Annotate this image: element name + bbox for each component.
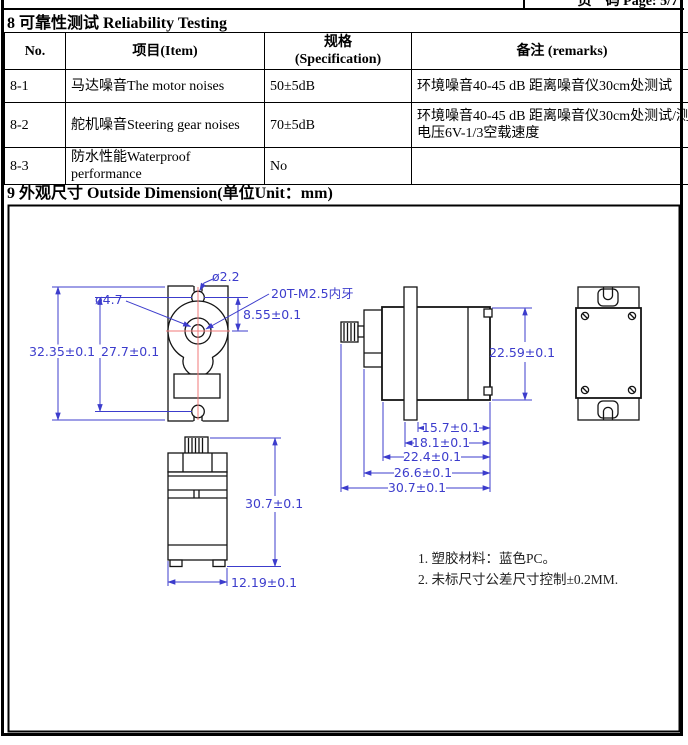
front-view: 32.35±0.1 27.7±0.1 ø2.2 ø4.7 20T-M2.5内牙 …: [28, 269, 354, 423]
reliability-table: No. 项目(Item) 规格 (Specification) 备注 (rema…: [4, 31, 688, 186]
dim-hole-diameter: ø2.2: [212, 269, 240, 284]
bottom-view: 30.7±0.1 12.19±0.1: [167, 436, 303, 590]
col-header-spec-line2: (Specification): [294, 52, 382, 68]
cell-no: 8-1: [4, 69, 66, 104]
section-9-title: 9 外观尺寸 Outside Dimension(单位Unit：mm): [7, 185, 333, 202]
cell-spec: 50±5dB: [264, 69, 412, 104]
table-header-row: No. 项目(Item) 规格 (Specification) 备注 (rema…: [4, 31, 688, 71]
col-header-remarks: 备注 (remarks): [411, 31, 688, 71]
cell-remarks: [411, 147, 688, 186]
cell-remarks: 环境噪音40-45 dB 距离噪音仪30cm处测试: [411, 69, 688, 104]
page-header-divider: [523, 0, 525, 8]
dim-front-height: 32.35±0.1: [29, 344, 95, 359]
col-header-spec-line1: 规格: [324, 35, 352, 50]
note-tolerance: 2. 未标尺寸公差尺寸控制±0.2MM.: [418, 572, 618, 587]
dim-side-height: 30.7±0.1: [245, 496, 303, 511]
note-material: 1. 塑胶材料：蓝色PC。: [418, 550, 556, 566]
dim-shaft-diameter: ø4.7: [95, 292, 123, 307]
page-header-row: 页 码 Page: 5/7: [4, 0, 684, 8]
section-8-header: 8 可靠性测试 Reliability Testing: [4, 8, 684, 32]
side-view: 22.59±0.1 15.7±0.1 18.1±0.1 22.4±0.1 26.…: [340, 286, 555, 495]
dim-hole-offset: 8.55±0.1: [243, 307, 301, 322]
table-row: 8-3 防水性能Waterproof performance No: [4, 147, 688, 186]
table-row: 8-2 舵机噪音Steering gear noises 70±5dB 环境噪音…: [4, 102, 688, 149]
dim-width-2: 18.1±0.1: [412, 435, 470, 450]
dim-width-4: 26.6±0.1: [394, 465, 452, 480]
dim-width-3: 22.4±0.1: [403, 449, 461, 464]
cell-item: 舵机噪音Steering gear noises: [65, 102, 265, 149]
dim-body-height: 22.59±0.1: [489, 345, 555, 360]
section-9-header: 9 外观尺寸 Outside Dimension(单位Unit：mm): [4, 178, 684, 204]
table-row: 8-1 马达噪音The motor noises 50±5dB 环境噪音40-4…: [4, 69, 688, 104]
cell-no: 8-2: [4, 102, 66, 149]
cell-spec: No: [264, 147, 412, 186]
dim-spline: 20T-M2.5内牙: [271, 286, 354, 301]
dim-body-width: 12.19±0.1: [231, 575, 297, 590]
cell-no: 8-3: [4, 147, 66, 186]
col-header-no: No.: [4, 31, 66, 71]
rear-view: [575, 286, 642, 421]
drawing-notes: 1. 塑胶材料：蓝色PC。 2. 未标尺寸公差尺寸控制±0.2MM.: [418, 550, 618, 587]
page-number: 页 码 Page: 5/7: [577, 0, 678, 8]
col-header-item: 项目(Item): [65, 31, 265, 71]
drawing-frame: [7, 204, 681, 733]
dim-width-1: 15.7±0.1: [422, 420, 480, 435]
dim-width-5: 30.7±0.1: [388, 480, 446, 495]
section-8-title: 8 可靠性测试 Reliability Testing: [7, 15, 228, 32]
dim-hole-spacing: 27.7±0.1: [101, 344, 159, 359]
cell-remarks: 环境噪音40-45 dB 距离噪音仪30cm处测试/测试电压6V-1/3空载速度: [411, 102, 688, 149]
col-header-spec: 规格 (Specification): [264, 31, 412, 71]
cell-item: 防水性能Waterproof performance: [65, 147, 265, 186]
outline-drawing: 32.35±0.1 27.7±0.1 ø2.2 ø4.7 20T-M2.5内牙 …: [7, 204, 681, 733]
cell-item: 马达噪音The motor noises: [65, 69, 265, 104]
cell-spec: 70±5dB: [264, 102, 412, 149]
